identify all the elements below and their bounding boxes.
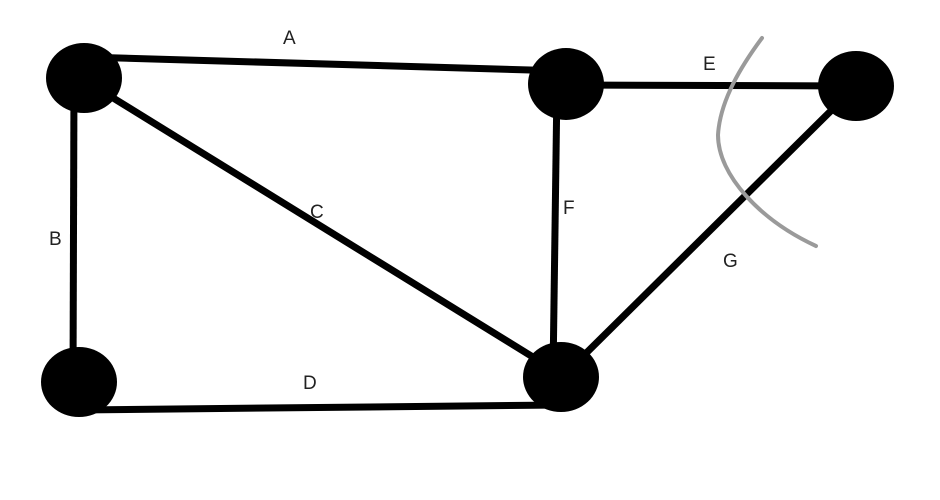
cut-curve (715, 36, 818, 248)
graph-node (528, 48, 604, 120)
edge-a (83, 53, 567, 75)
edge-label-e: E (703, 54, 716, 75)
edge-label-c: C (310, 202, 324, 223)
edge-label-f: F (563, 198, 575, 219)
graph-node (46, 43, 122, 113)
edge-c (82, 77, 564, 378)
edge-b (69, 79, 78, 383)
edge-label-g: G (723, 251, 738, 272)
edge-label-d: D (303, 373, 317, 394)
graph-node (41, 347, 117, 417)
edge-g (559, 83, 859, 380)
edge-e (565, 81, 857, 90)
edge-label-b: B (49, 229, 62, 250)
edge-d (77, 401, 563, 414)
edge-label-a: A (283, 28, 296, 49)
graph-node (523, 342, 599, 412)
edge-f (549, 84, 561, 376)
graph-node (818, 51, 894, 121)
